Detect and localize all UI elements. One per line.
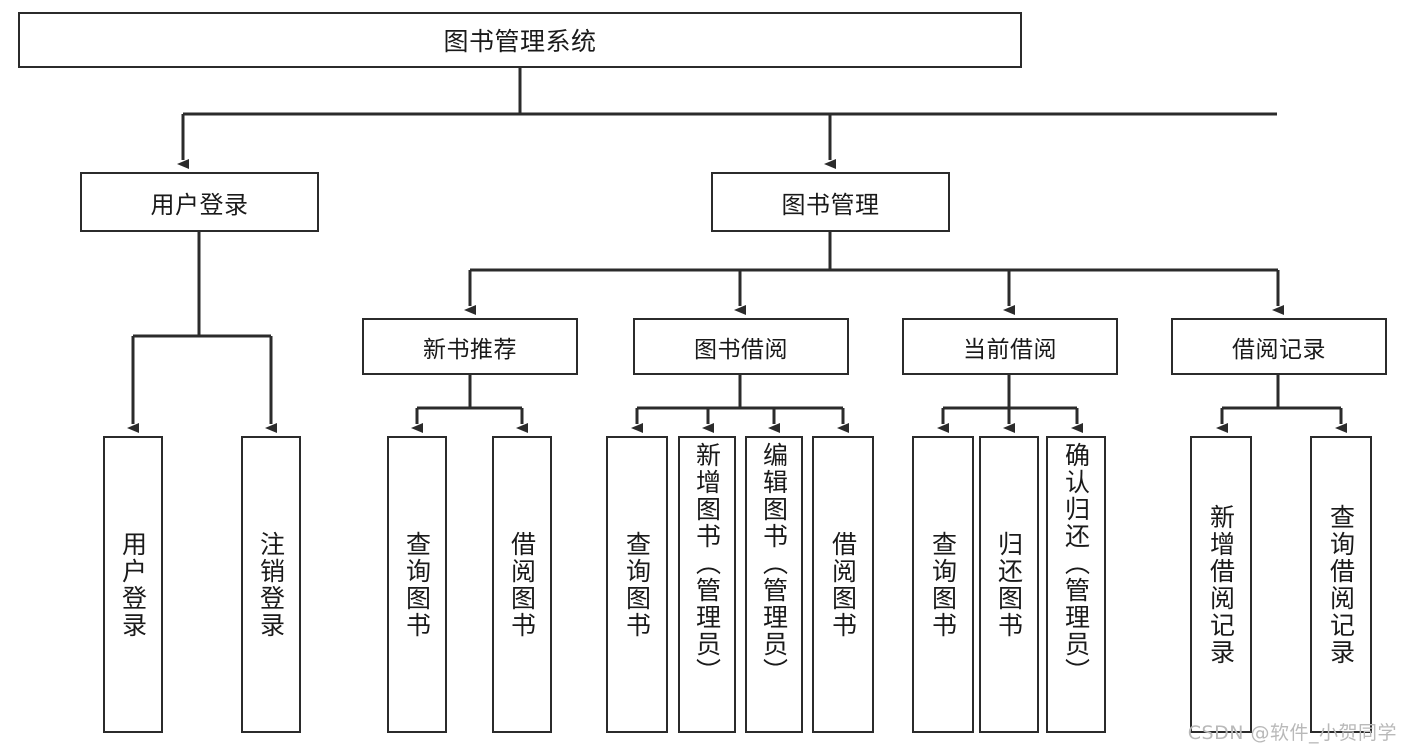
leaf-confirm-return-admin[interactable]: 确认归还（管理员）: [1046, 436, 1106, 733]
leaf-query-book-borrow[interactable]: 查询图书: [606, 436, 668, 733]
leaf-add-book-admin[interactable]: 新增图书（管理员）: [678, 436, 736, 733]
node-book-management[interactable]: 图书管理: [711, 172, 950, 232]
csdn-watermark: CSDN @软件_小贺同学: [1187, 722, 1397, 744]
leaf-edit-book-admin[interactable]: 编辑图书（管理员）: [745, 436, 803, 733]
node-current-borrow[interactable]: 当前借阅: [902, 318, 1118, 375]
node-book-borrow[interactable]: 图书借阅: [633, 318, 849, 375]
node-root-book-management-system[interactable]: 图书管理系统: [18, 12, 1022, 68]
leaf-query-book-new-recommend[interactable]: 查询图书: [387, 436, 447, 733]
leaf-user-login[interactable]: 用户登录: [103, 436, 163, 733]
leaf-user-logout[interactable]: 注销登录: [241, 436, 301, 733]
leaf-query-borrow-record[interactable]: 查询借阅记录: [1310, 436, 1372, 733]
leaf-add-borrow-record[interactable]: 新增借阅记录: [1190, 436, 1252, 733]
node-borrow-record[interactable]: 借阅记录: [1171, 318, 1387, 375]
leaf-return-book[interactable]: 归还图书: [979, 436, 1039, 733]
leaf-borrow-book-borrow[interactable]: 借阅图书: [812, 436, 874, 733]
leaf-borrow-book-new-recommend[interactable]: 借阅图书: [492, 436, 552, 733]
node-user-login[interactable]: 用户登录: [80, 172, 319, 232]
leaf-query-book-current[interactable]: 查询图书: [912, 436, 974, 733]
node-new-book-recommend[interactable]: 新书推荐: [362, 318, 578, 375]
